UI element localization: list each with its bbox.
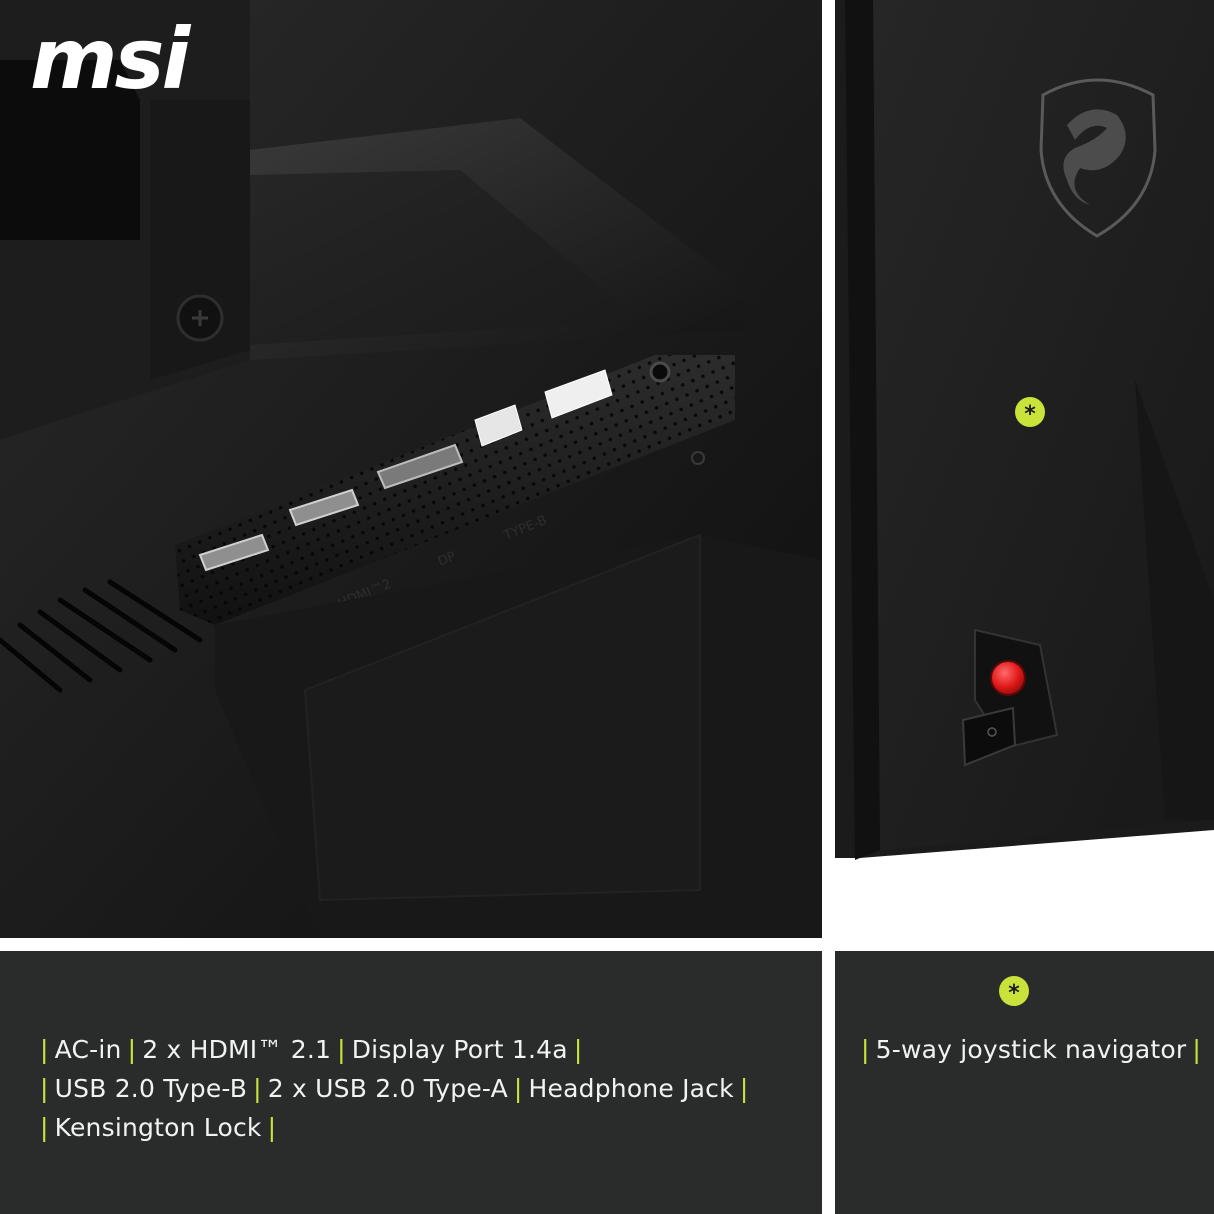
- spec-kensington-lock: Kensington Lock: [54, 1113, 262, 1142]
- msi-logo: msi: [30, 10, 192, 108]
- spec-line-2: |USB 2.0 Type-B|2 x USB 2.0 Type-A|Headp…: [40, 1074, 749, 1103]
- ports-caption: |AC-in|2 x HDMI™ 2.1|Display Port 1.4a| …: [0, 951, 822, 1214]
- rear-io-photo: HDMI™1HDMI™2DPTYPE-B msi: [0, 0, 822, 938]
- joystick-caption: * |5-way joystick navigator|: [835, 951, 1214, 1214]
- spec-line-1: |AC-in|2 x HDMI™ 2.1|Display Port 1.4a|: [40, 1035, 583, 1064]
- dragon-shield-icon: [1039, 78, 1157, 238]
- joystick-caption-text: 5-way joystick navigator: [875, 1035, 1187, 1064]
- spec-usb-type-a: 2 x USB 2.0 Type-A: [267, 1074, 508, 1103]
- caption-marker-badge: *: [999, 976, 1029, 1006]
- spec-headphone-jack: Headphone Jack: [528, 1074, 734, 1103]
- spec-hdmi: 2 x HDMI™ 2.1: [142, 1035, 332, 1064]
- spec-ac-in: AC-in: [54, 1035, 122, 1064]
- spec-usb-type-b: USB 2.0 Type-B: [54, 1074, 248, 1103]
- joystick-photo: *: [835, 0, 1214, 938]
- spec-line-3: |Kensington Lock|: [40, 1113, 277, 1142]
- joystick-knob: [990, 660, 1026, 696]
- rear-io-illustration: HDMI™1HDMI™2DPTYPE-B msi: [0, 0, 822, 938]
- spec-displayport: Display Port 1.4a: [351, 1035, 568, 1064]
- joystick-marker-badge: *: [1015, 397, 1045, 427]
- port-label-2: DP: [436, 549, 458, 570]
- monitor-back-illustration: [835, 0, 1214, 938]
- joystick-caption-line: |5-way joystick navigator|: [861, 1035, 1201, 1064]
